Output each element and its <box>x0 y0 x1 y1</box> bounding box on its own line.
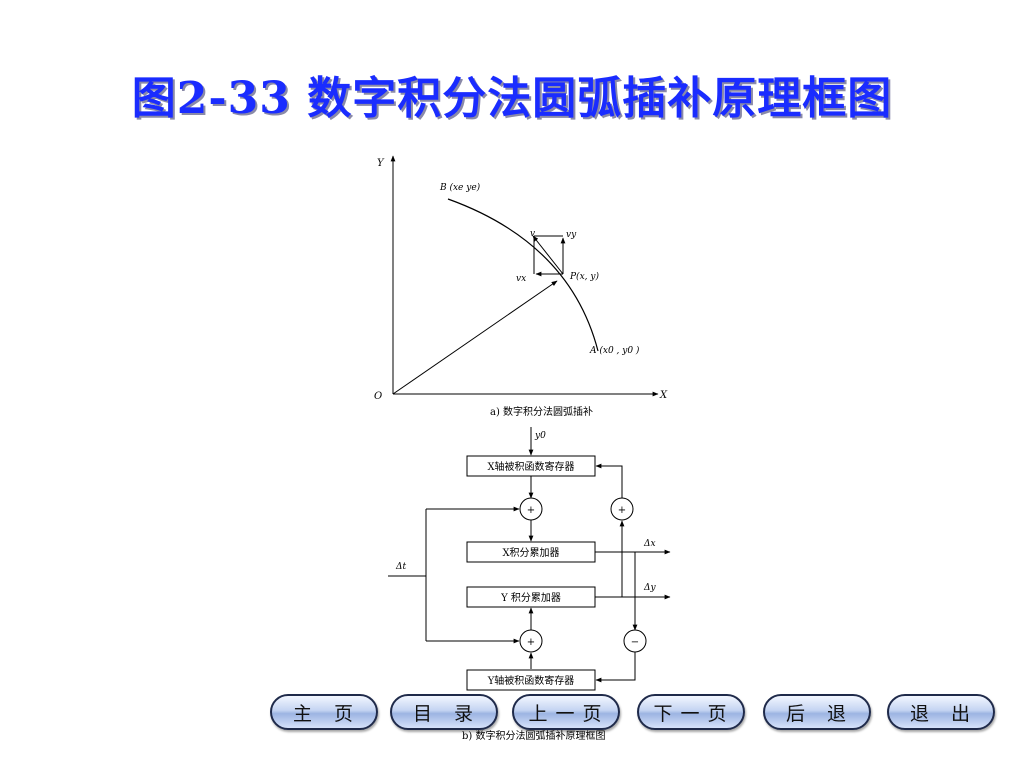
contents-button[interactable]: 目 录 <box>390 694 498 730</box>
diagram-a: Y X O B (xe ye) v vy vx P(x, y) A (x0 , … <box>374 155 668 418</box>
origin-label: O <box>374 391 382 402</box>
dt-label: Δt <box>395 562 406 572</box>
y-axis-label: Y <box>377 158 385 169</box>
vy-label: vy <box>566 230 577 240</box>
slide-title: 图2-33 数字积分法圆弧插补原理框图 <box>131 73 893 124</box>
x-register-label: X轴被积函数寄存器 <box>487 460 574 473</box>
back-button[interactable]: 后 退 <box>763 694 871 730</box>
y-accumulator-label: Y 积分累加器 <box>500 592 561 604</box>
arc-curve <box>447 198 599 352</box>
diagram-b: y0 X轴被积函数寄存器 + X积分累加器 Y 积分累加器 + Y轴被积函数寄存… <box>388 427 671 742</box>
caption-b: b) 数字积分法圆弧插补原理框图 <box>462 729 605 742</box>
dx-label: Δx <box>643 539 656 549</box>
point-p-label: P(x, y) <box>569 271 599 282</box>
v-arrow <box>532 235 564 275</box>
prev-page-button[interactable]: 上一页 <box>512 694 620 730</box>
y0-label: y0 <box>534 431 546 441</box>
caption-a: a) 数字积分法圆弧插补 <box>490 405 593 418</box>
x-adder-sign: + <box>527 505 535 516</box>
arc-interpolation-diagram: Y X O B (xe ye) v vy vx P(x, y) A (x0 , … <box>374 155 671 742</box>
point-b-label: B (xe ye) <box>439 182 481 193</box>
x-accumulator-label: X积分累加器 <box>502 547 559 559</box>
feedback-minus-to-y-reg <box>595 652 636 683</box>
next-page-button[interactable]: 下一页 <box>637 694 745 730</box>
v-label: v <box>530 229 535 239</box>
radius-vector <box>392 280 558 395</box>
y-register-box <box>466 669 596 691</box>
feedback-plus-to-x-reg <box>595 463 623 498</box>
navigation-bar: 主 页 目 录 上一页 下一页 后 退 退 出 <box>0 694 1024 734</box>
exit-button[interactable]: 退 出 <box>887 694 995 730</box>
dy-label: Δy <box>643 583 656 593</box>
feedback-minus-sign: − <box>631 637 639 648</box>
y-register-label: Y轴被积函数寄存器 <box>487 674 575 687</box>
point-a-label: A (x0 , y0 ) <box>589 345 640 356</box>
y-adder-circle <box>519 629 543 653</box>
y-adder-sign: + <box>527 637 535 648</box>
home-button[interactable]: 主 页 <box>270 694 378 730</box>
x-axis-label: X <box>659 390 668 401</box>
feedback-plus-sign: + <box>618 505 626 516</box>
vx-label: vx <box>516 274 526 284</box>
